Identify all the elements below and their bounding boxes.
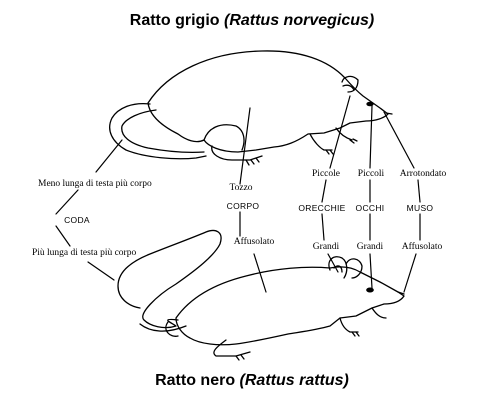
comparison-lines (55, 95, 421, 293)
orecchie-category-label: ORECCHIE (298, 203, 346, 213)
norway-rat-tail (109, 102, 207, 160)
corpo-category-label: CORPO (226, 201, 260, 211)
norway-rat-drawing (109, 50, 393, 166)
top-title-common: Ratto grigio (129, 12, 220, 29)
norway-rat-ear (341, 75, 359, 93)
black-rat-ear (328, 256, 348, 279)
norway-rat-eye (366, 101, 374, 107)
black-rat-eye (366, 287, 374, 293)
bottom-title-latin: (Rattus rattus) (239, 372, 349, 389)
bottom-title: Ratto nero (Rattus rattus) (0, 372, 504, 390)
muso-bottom-label: Affusolato (401, 242, 443, 252)
coda-bottom-label: Più lunga di testa più corpo (32, 248, 137, 258)
coda-category-label: CODA (64, 215, 90, 225)
muso-top-label: Arrotondato (399, 169, 447, 179)
black-rat-drawing (117, 229, 405, 361)
orecchie-bottom-label: Grandi (312, 242, 340, 252)
bottom-title-common: Ratto nero (155, 372, 236, 389)
black-rat-tail (117, 229, 222, 329)
occhi-category-label: OCCHI (355, 203, 385, 213)
coda-top-label: Meno lunga di testa più corpo (38, 179, 152, 189)
top-title-latin: (Rattus norvegicus) (223, 12, 375, 29)
corpo-bottom-label: Affusolato (233, 237, 275, 247)
black-rat-body (175, 266, 405, 346)
occhi-bottom-label: Grandi (356, 242, 384, 252)
corpo-top-label: Tozzo (229, 183, 253, 193)
norway-rat-body (147, 50, 389, 153)
occhi-top-label: Piccoli (357, 169, 385, 179)
muso-category-label: MUSO (406, 203, 434, 213)
top-title: Ratto grigio (Rattus norvegicus) (0, 12, 504, 30)
orecchie-top-label: Piccole (312, 169, 340, 179)
